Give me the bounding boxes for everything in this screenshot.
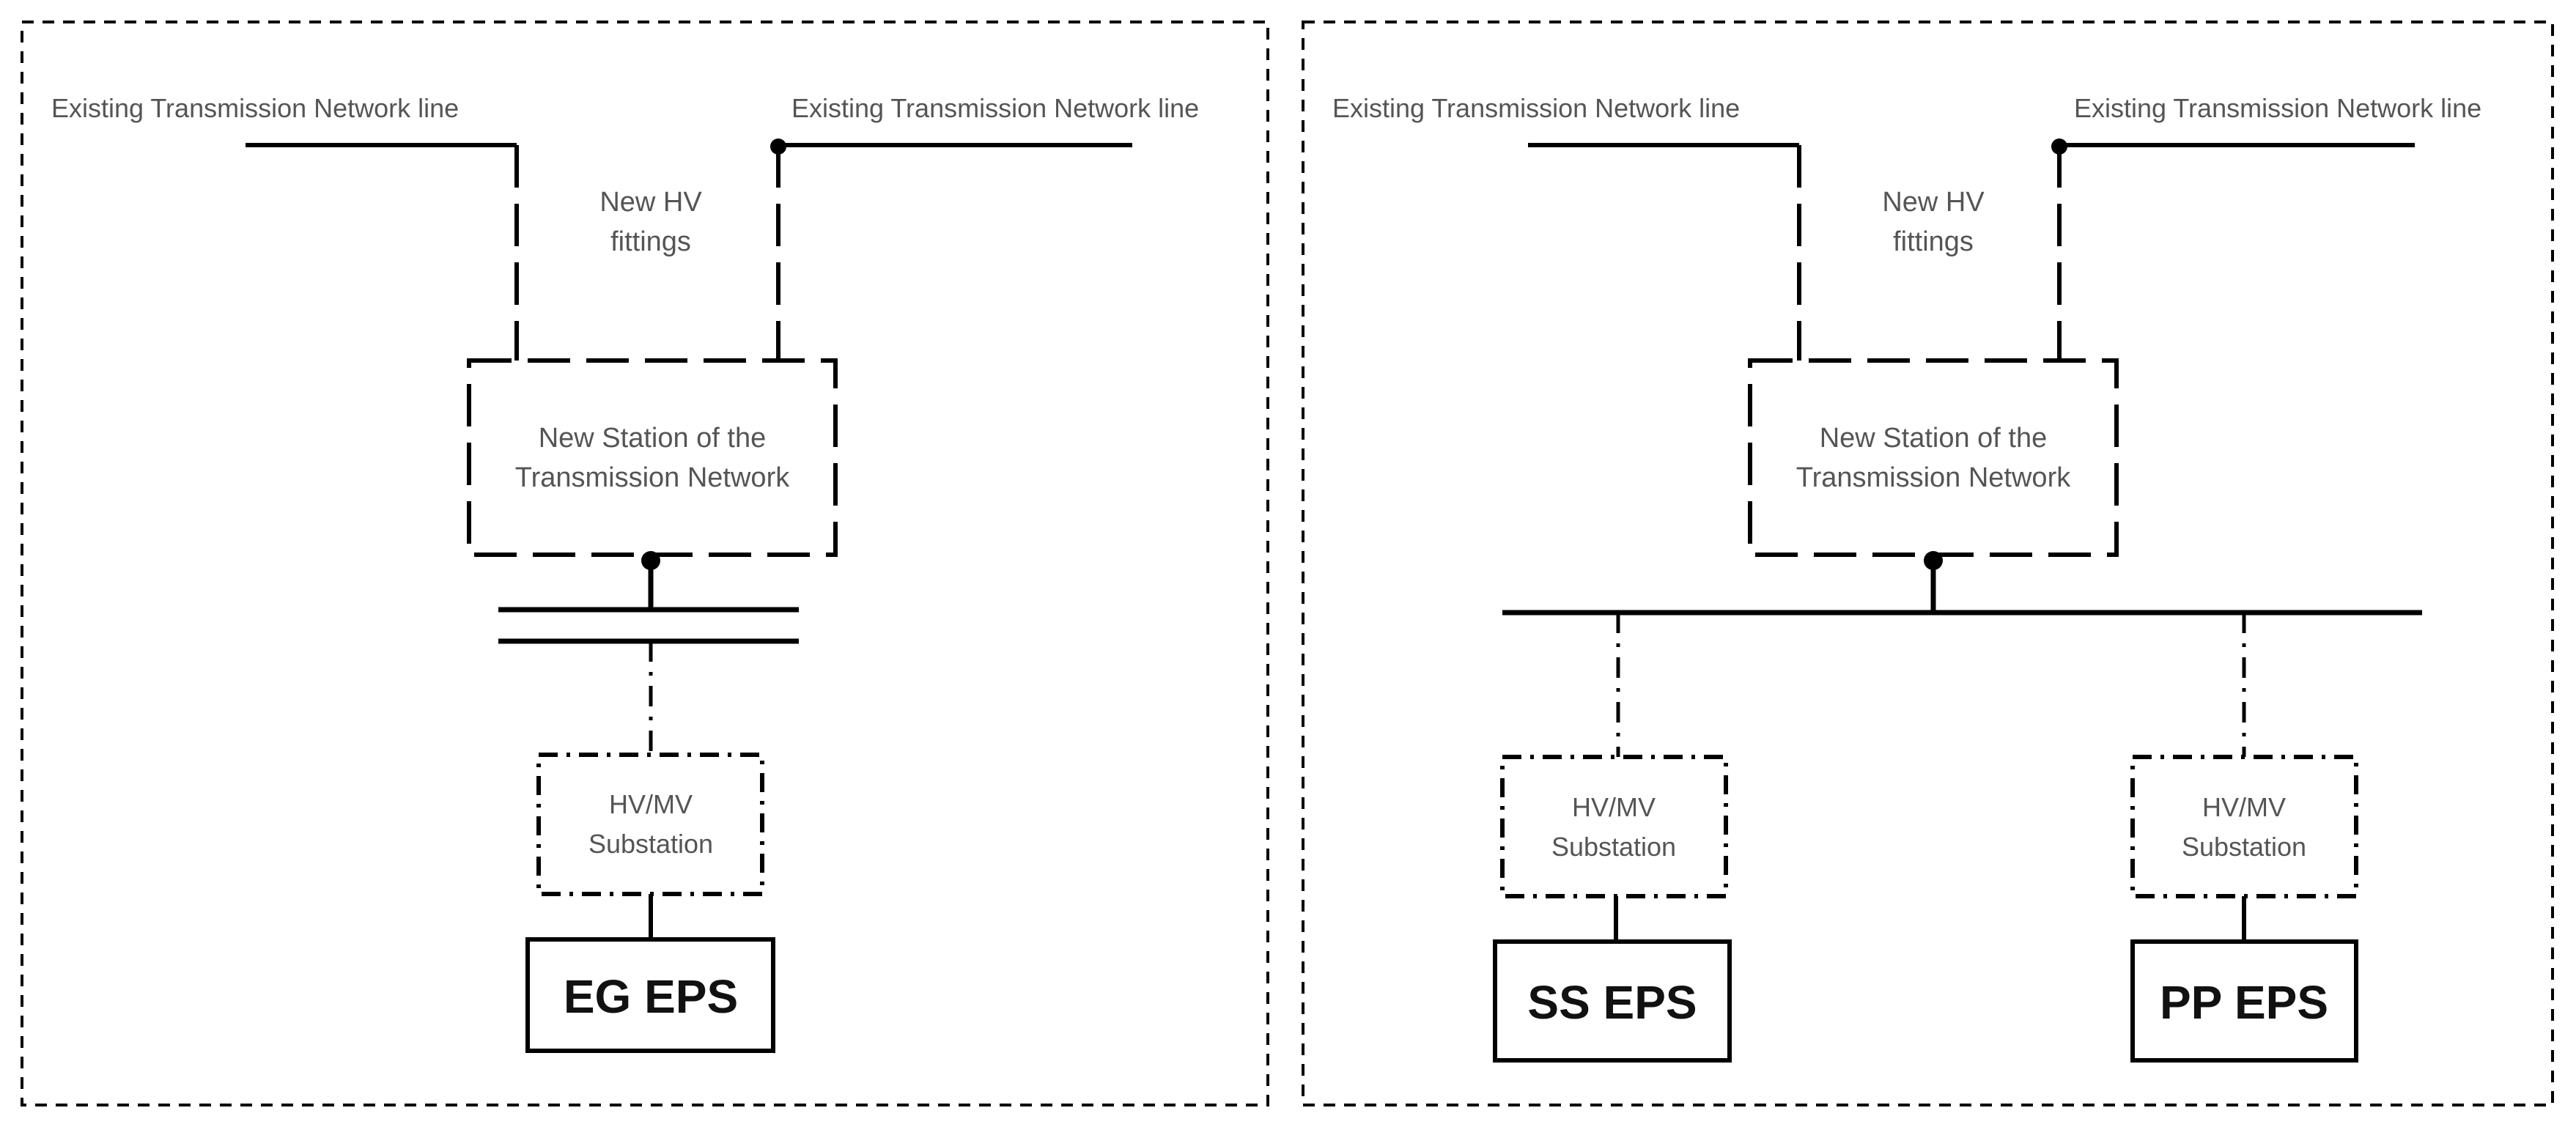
- left-existing-line-label-right: Existing Transmission Network line: [791, 93, 1199, 123]
- right-substation-b-label-1: HV/MV: [2202, 792, 2286, 822]
- right-station-label-1: New Station of the: [1820, 423, 2048, 454]
- right-eps-a-label: SS EPS: [1527, 976, 1697, 1029]
- left-station-label-2: Transmission Network: [515, 462, 790, 493]
- left-substation-box: [536, 753, 764, 896]
- right-eps-b-label: PP EPS: [2160, 976, 2328, 1029]
- right-eps-b-box: [2130, 939, 2358, 1063]
- left-station-box: [467, 358, 838, 557]
- right-substation-b-box: [2130, 755, 2358, 898]
- left-existing-line-label-left: Existing Transmission Network line: [51, 93, 459, 123]
- right-substation-a-box: [1500, 755, 1728, 898]
- right-fittings-label-1: New HV: [1882, 187, 1985, 218]
- left-fittings-label-2: fittings: [610, 226, 691, 257]
- right-existing-line-label-right: Existing Transmission Network line: [2074, 93, 2481, 123]
- left-panel: Existing Transmission Network line Exist…: [21, 21, 1269, 1106]
- left-station-label-1: New Station of the: [539, 423, 767, 454]
- right-fittings-label-2: fittings: [1893, 226, 1974, 257]
- right-substation-b-label-2: Substation: [2182, 832, 2306, 862]
- left-fittings-label-1: New HV: [599, 187, 702, 218]
- right-existing-line-label-left: Existing Transmission Network line: [1332, 93, 1740, 123]
- left-eps-label: EG EPS: [564, 970, 738, 1023]
- right-eps-a-box: [1493, 939, 1732, 1063]
- right-station-box: [1748, 358, 2119, 557]
- left-eps-box: [525, 937, 775, 1053]
- right-substation-a-label-2: Substation: [1551, 832, 1676, 862]
- right-station-label-2: Transmission Network: [1796, 462, 2071, 493]
- left-substation-label-2: Substation: [588, 829, 713, 859]
- left-panel-frame: [21, 21, 1269, 1106]
- right-panel-frame: [1302, 21, 2554, 1106]
- left-substation-label-1: HV/MV: [609, 789, 693, 819]
- right-panel: Existing Transmission Network line Exist…: [1302, 21, 2554, 1106]
- right-substation-a-label-1: HV/MV: [1572, 792, 1656, 822]
